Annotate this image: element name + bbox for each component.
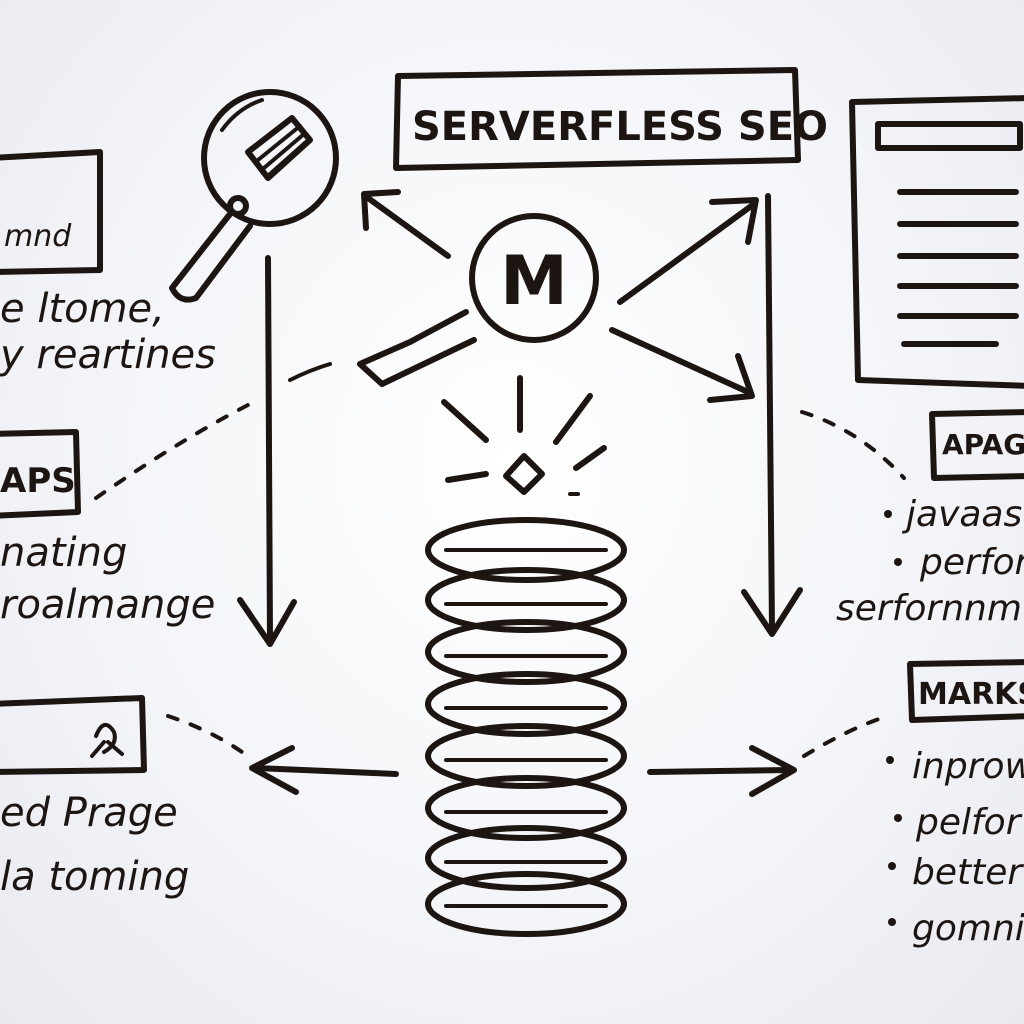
right-bullet-2a: inprow [912, 746, 1024, 787]
document-icon [849, 95, 1024, 389]
horizontal-arrows [249, 745, 797, 797]
left-box-1: mnd [0, 149, 103, 275]
center-logo-letter: M [500, 242, 568, 321]
left-box-1-label: mnd [4, 219, 72, 254]
right-box-2-label: MARKS [918, 677, 1024, 712]
right-bullet-2b: pelfor [915, 802, 1023, 843]
left-note-3b: la toming [0, 854, 189, 900]
right-bullet-1a: javaas [901, 494, 1022, 535]
left-notes-2: nating roalmange [0, 530, 215, 628]
left-box-3 [0, 695, 147, 775]
right-box-2: MARKS [907, 659, 1024, 723]
center-logo: M [469, 213, 599, 343]
right-box-1: APAG [929, 409, 1024, 481]
left-box-2-label: APS [0, 461, 76, 501]
left-note-3a: ed Prage [0, 790, 178, 836]
right-bullet-2d: gomnic [912, 908, 1024, 949]
vertical-arrows [237, 193, 803, 647]
left-notes-1: e ltome, y reartines [0, 286, 216, 378]
arrows-from-logo [357, 189, 759, 403]
right-bullets-1: javaas perfor serfornnm [836, 494, 1024, 629]
sparkle-icon [441, 375, 607, 496]
left-note-2b: roalmange [0, 582, 215, 628]
left-note-1b: y reartines [0, 332, 216, 378]
right-box-1-label: APAG [942, 428, 1024, 461]
left-note-2a: nating [0, 530, 127, 576]
left-notes-3: ed Prage la toming [0, 790, 189, 900]
dashed-connectors [94, 362, 906, 758]
right-bullet-1c: serfornnm [836, 588, 1022, 629]
title-text: SERVERFLESS SEO [412, 104, 828, 150]
left-box-2: APS [0, 429, 81, 519]
right-bullet-2c: better [912, 852, 1024, 893]
magnifier-icon [169, 89, 339, 303]
title-box: SERVERFLESS SEO [393, 67, 828, 171]
ribbon-icon [90, 723, 124, 758]
server-stack-icon [425, 517, 627, 937]
left-note-1a: e ltome, [0, 286, 165, 332]
right-bullet-1b: perfor [919, 542, 1024, 583]
right-bullets-2: inprow pelfor better gomnic [886, 746, 1024, 949]
